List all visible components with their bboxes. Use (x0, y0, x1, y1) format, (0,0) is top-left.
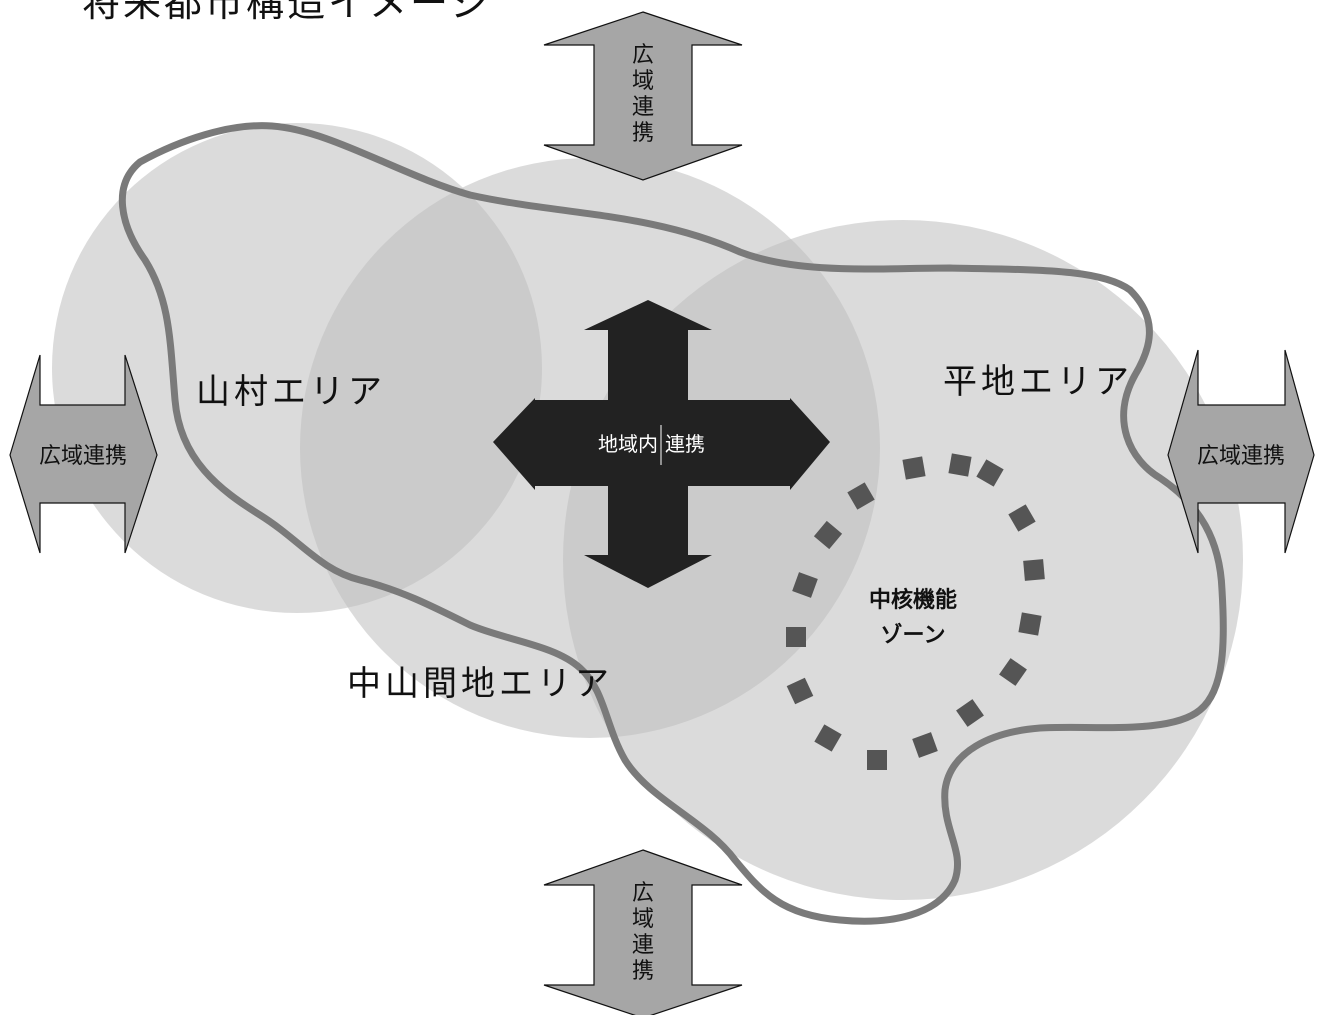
city-boundary-line (118, 122, 1227, 925)
wide-area-label-right: 広域連携 (1197, 444, 1285, 469)
wide-area-arrow-right: 広域連携 (1167, 349, 1315, 554)
core-zone-ring (786, 453, 1045, 770)
wide-area-arrow-top: 広 域 連 携 (543, 11, 743, 181)
core-zone-label-line2: ゾーン (881, 622, 946, 648)
wide-area-label-top-char-1: 広 (632, 43, 654, 68)
wide-area-label-top-char-2: 域 (632, 69, 654, 94)
core-zone-label-line1: 中核機能 (869, 587, 957, 613)
wide-area-label-bottom-char-2: 域 (632, 907, 654, 932)
area-label-mountain-village: 山村エリア (196, 372, 386, 412)
intra-region-label-right: 連携 (665, 432, 705, 456)
wide-area-label-bottom-char-1: 広 (632, 881, 654, 906)
wide-area-label-bottom-char-3: 連 (632, 933, 654, 958)
intra-region-label-left: 地域内 (598, 432, 658, 456)
wide-area-arrow-bottom: 広 域 連 携 (543, 849, 743, 1015)
area-label-intermediate: 中山間地エリア (347, 664, 613, 704)
intra-region-arrow: 地域内 連携 (493, 300, 830, 588)
wide-area-arrow-left: 広域連携 (9, 354, 158, 554)
wide-area-label-bottom-char-4: 携 (632, 959, 654, 984)
wide-area-label-top-char-3: 連 (632, 95, 654, 120)
wide-area-label-top-char-4: 携 (632, 121, 654, 146)
area-label-flatland: 平地エリア (943, 362, 1133, 402)
wide-area-label-left: 広域連携 (39, 444, 127, 469)
diagram-title: 将来都市構造イメージ (82, 0, 491, 25)
